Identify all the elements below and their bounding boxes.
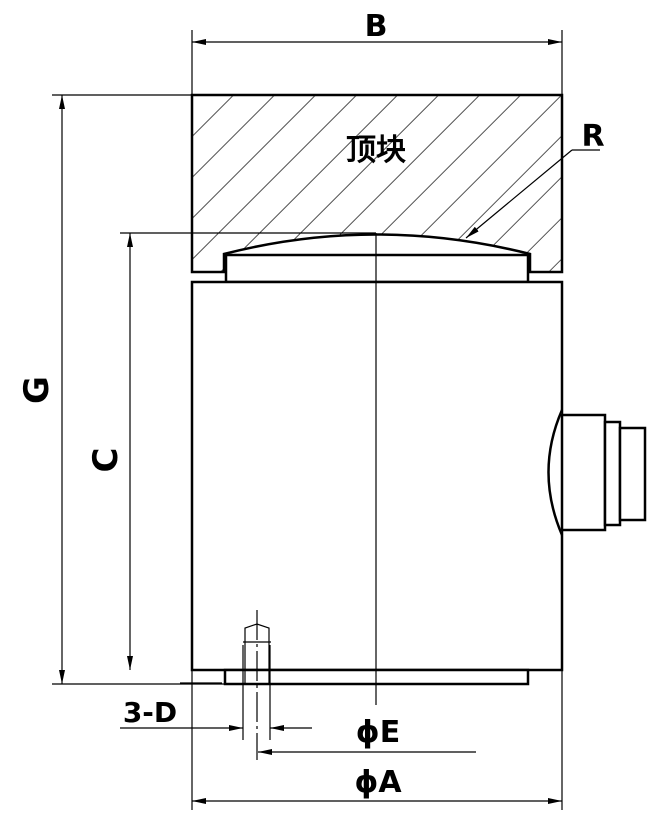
dimension-d bbox=[120, 682, 312, 731]
dimension-g-label: G bbox=[17, 376, 57, 404]
dimension-b-label: B bbox=[365, 9, 388, 44]
dimension-c-label: C bbox=[86, 448, 126, 473]
dimension-c bbox=[120, 232, 376, 670]
spherical-cap bbox=[224, 253, 530, 284]
cable-connector bbox=[547, 409, 647, 536]
dimension-r-label: R bbox=[581, 119, 604, 154]
dimension-d-label: 3-D bbox=[123, 696, 177, 729]
mounting-bolt bbox=[242, 610, 271, 760]
dimension-a-label: ϕA bbox=[354, 765, 402, 800]
dimension-a bbox=[191, 670, 563, 810]
top-block: 顶块 bbox=[190, 93, 564, 274]
dimension-g bbox=[52, 94, 225, 685]
load-cell-body bbox=[190, 280, 564, 672]
dimension-r bbox=[465, 149, 600, 239]
top-block-label: 顶块 bbox=[346, 133, 406, 168]
dimension-e-label: ϕE bbox=[356, 715, 400, 750]
dimension-b bbox=[191, 30, 563, 95]
